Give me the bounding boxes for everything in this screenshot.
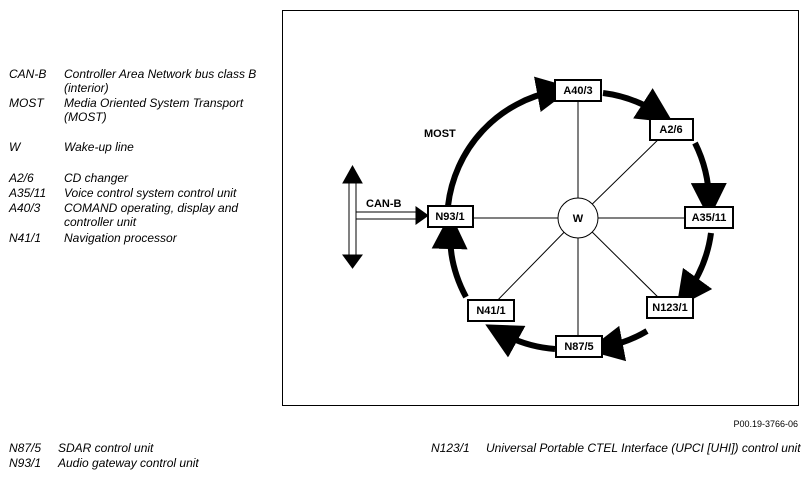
most-arc-n87-to-n41: [485, 324, 556, 358]
legend-abbr: CAN-B: [9, 67, 47, 81]
topology-diagram: MOST CAN-B W A40/3 A2/6 A35/11 N123/1 N8…: [342, 76, 734, 362]
spoke-a2-6: [577, 130, 668, 219]
node-n41-1: N41/1: [467, 299, 515, 322]
node-box: [555, 335, 603, 358]
legend-left: CAN-B Controller Area Network bus class …: [9, 67, 269, 257]
legend-desc: Controller Area Network bus class B (int…: [64, 67, 257, 95]
legend-desc: Navigation processor: [64, 231, 177, 245]
node-n87-5: N87/5: [555, 335, 603, 358]
wakeup-spokes: [459, 91, 685, 345]
node-n123-1: N123/1: [646, 296, 694, 319]
diagram-frame: MOST CAN-B W A40/3 A2/6 A35/11 N123/1 N8…: [282, 10, 799, 406]
node-label: A35/11: [692, 212, 727, 224]
node-n93-1: N93/1: [427, 205, 474, 228]
legend-abbr: MOST: [9, 96, 44, 110]
most-ring: [431, 76, 727, 362]
hub-w: W: [557, 197, 599, 239]
most-arc-a2-to-a35: [690, 141, 727, 219]
node-box: [554, 79, 602, 102]
legend-desc: Voice control system control unit: [64, 186, 237, 200]
canb-bus: [342, 164, 429, 269]
node-label: A40/3: [563, 85, 592, 97]
node-box: [427, 205, 474, 228]
most-label: MOST: [424, 128, 456, 140]
legend-abbr: N87/5: [9, 441, 42, 455]
node-box: [646, 296, 694, 319]
node-box: [684, 206, 734, 229]
node-label: A2/6: [659, 124, 682, 136]
canb-arrow-right: [415, 206, 429, 225]
most-arc-a35-to-n123: [676, 232, 714, 308]
node-label: N93/1: [435, 211, 464, 223]
spoke-n123-1: [577, 217, 668, 307]
legend-abbr: A2/6: [9, 171, 34, 185]
most-arc-a40-to-a2: [602, 88, 674, 123]
legend-abbr: N41/1: [9, 231, 42, 245]
node-box: [649, 118, 694, 141]
legend-abbr: N123/1: [431, 441, 470, 455]
node-a2-6: A2/6: [649, 118, 694, 141]
legend-desc: COMAND operating, display and controller…: [64, 201, 239, 229]
legend-desc: CD changer: [64, 171, 129, 185]
canb-horizontal-bar: [355, 211, 417, 220]
legend-desc: Audio gateway control unit: [58, 456, 199, 470]
node-label: N41/1: [476, 305, 505, 317]
legend-abbr: A40/3: [9, 201, 41, 215]
legend-bottom-right: N123/1 Universal Portable CTEL Interface…: [431, 441, 801, 473]
canb-arrow-up: [342, 164, 363, 184]
hub-w-circle: [557, 197, 599, 239]
legend-bottom-left: N87/5 SDAR control unit N93/1 Audio gate…: [9, 441, 309, 473]
node-label: N87/5: [564, 341, 593, 353]
legend-desc: SDAR control unit: [58, 441, 154, 455]
reference-code: P00.19-3766-06: [733, 419, 798, 429]
legend-desc: Universal Portable CTEL Interface (UPCI …: [486, 441, 801, 455]
legend-desc: Media Oriented System Transport (MOST): [64, 96, 244, 124]
legend-abbr: N93/1: [9, 456, 42, 470]
node-box: [467, 299, 515, 322]
legend-desc: Wake-up line: [64, 140, 134, 154]
legend-abbr: A35/11: [9, 186, 47, 200]
canb-arrow-down: [342, 254, 363, 269]
node-a40-3: A40/3: [554, 79, 602, 102]
canb-vertical-bar: [348, 182, 357, 256]
spoke-n41-1: [489, 217, 579, 309]
most-arc-n123-to-n87: [587, 325, 649, 362]
most-arc-n93-to-a40: [445, 76, 573, 207]
legend-abbr: W: [9, 140, 21, 154]
canb-label: CAN-B: [366, 198, 401, 210]
node-a35-11: A35/11: [684, 206, 734, 229]
most-arc-n41-to-n93: [431, 213, 469, 299]
hub-w-label: W: [573, 213, 584, 225]
node-label: N123/1: [652, 302, 687, 314]
